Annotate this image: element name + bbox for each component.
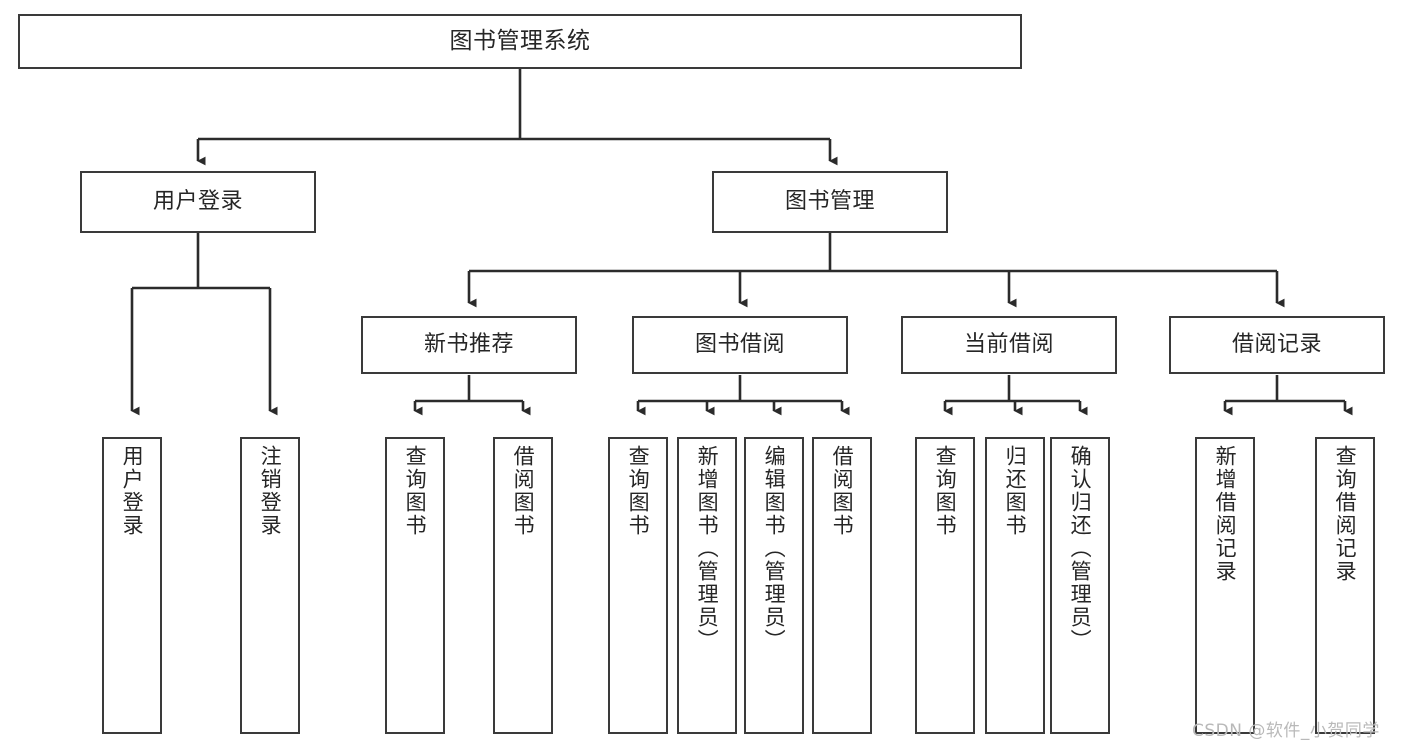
node-borrowing-record[interactable]: 借阅记录 xyxy=(1169,316,1385,374)
leaf-new-book-query[interactable]: 查询图书 xyxy=(385,437,445,734)
leaf-borrow-record-query[interactable]: 查询借阅记录 xyxy=(1315,437,1375,734)
leaf-current-borrow-return[interactable]: 归还图书 xyxy=(985,437,1045,734)
node-label: 新增图书（管理员） xyxy=(695,445,720,652)
node-label: 用户登录 xyxy=(120,445,145,537)
node-book-management[interactable]: 图书管理 xyxy=(712,171,948,233)
node-label: 归还图书 xyxy=(1003,445,1028,537)
node-label: 注销登录 xyxy=(258,445,283,537)
node-label: 借阅图书 xyxy=(830,445,855,537)
node-label: 新增借阅记录 xyxy=(1213,445,1238,583)
leaf-user-login-logout[interactable]: 注销登录 xyxy=(240,437,300,734)
node-label: 查询图书 xyxy=(403,445,428,537)
node-label: 借阅图书 xyxy=(511,445,536,537)
leaf-book-borrow-add-admin[interactable]: 新增图书（管理员） xyxy=(677,437,737,734)
leaf-current-borrow-confirm-return-admin[interactable]: 确认归还（管理员） xyxy=(1050,437,1110,734)
csdn-watermark: CSDN @软件_小贺同学 xyxy=(1192,721,1380,741)
node-label: 借阅记录 xyxy=(1231,332,1322,358)
node-current-borrowing[interactable]: 当前借阅 xyxy=(901,316,1117,374)
node-label: 图书管理系统 xyxy=(449,27,591,54)
node-label: 用户登录 xyxy=(152,189,243,215)
node-root-book-management-system[interactable]: 图书管理系统 xyxy=(18,14,1022,69)
node-new-book-recommendation[interactable]: 新书推荐 xyxy=(361,316,577,374)
node-label: 图书借阅 xyxy=(694,332,785,358)
node-label: 编辑图书（管理员） xyxy=(762,445,787,652)
leaf-current-borrow-query[interactable]: 查询图书 xyxy=(915,437,975,734)
node-label: 新书推荐 xyxy=(423,332,514,358)
node-label: 确认归还（管理员） xyxy=(1068,445,1093,652)
leaf-book-borrow-edit-admin[interactable]: 编辑图书（管理员） xyxy=(744,437,804,734)
node-label: 查询图书 xyxy=(626,445,651,537)
node-user-login[interactable]: 用户登录 xyxy=(80,171,316,233)
node-label: 当前借阅 xyxy=(963,332,1054,358)
leaf-user-login-login[interactable]: 用户登录 xyxy=(102,437,162,734)
node-label: 图书管理 xyxy=(784,189,875,215)
leaf-book-borrow-query[interactable]: 查询图书 xyxy=(608,437,668,734)
leaf-book-borrow-borrow[interactable]: 借阅图书 xyxy=(812,437,872,734)
node-label: 查询图书 xyxy=(933,445,958,537)
leaf-borrow-record-add[interactable]: 新增借阅记录 xyxy=(1195,437,1255,734)
leaf-new-book-borrow[interactable]: 借阅图书 xyxy=(493,437,553,734)
node-book-borrowing[interactable]: 图书借阅 xyxy=(632,316,848,374)
node-label: 查询借阅记录 xyxy=(1333,445,1358,583)
